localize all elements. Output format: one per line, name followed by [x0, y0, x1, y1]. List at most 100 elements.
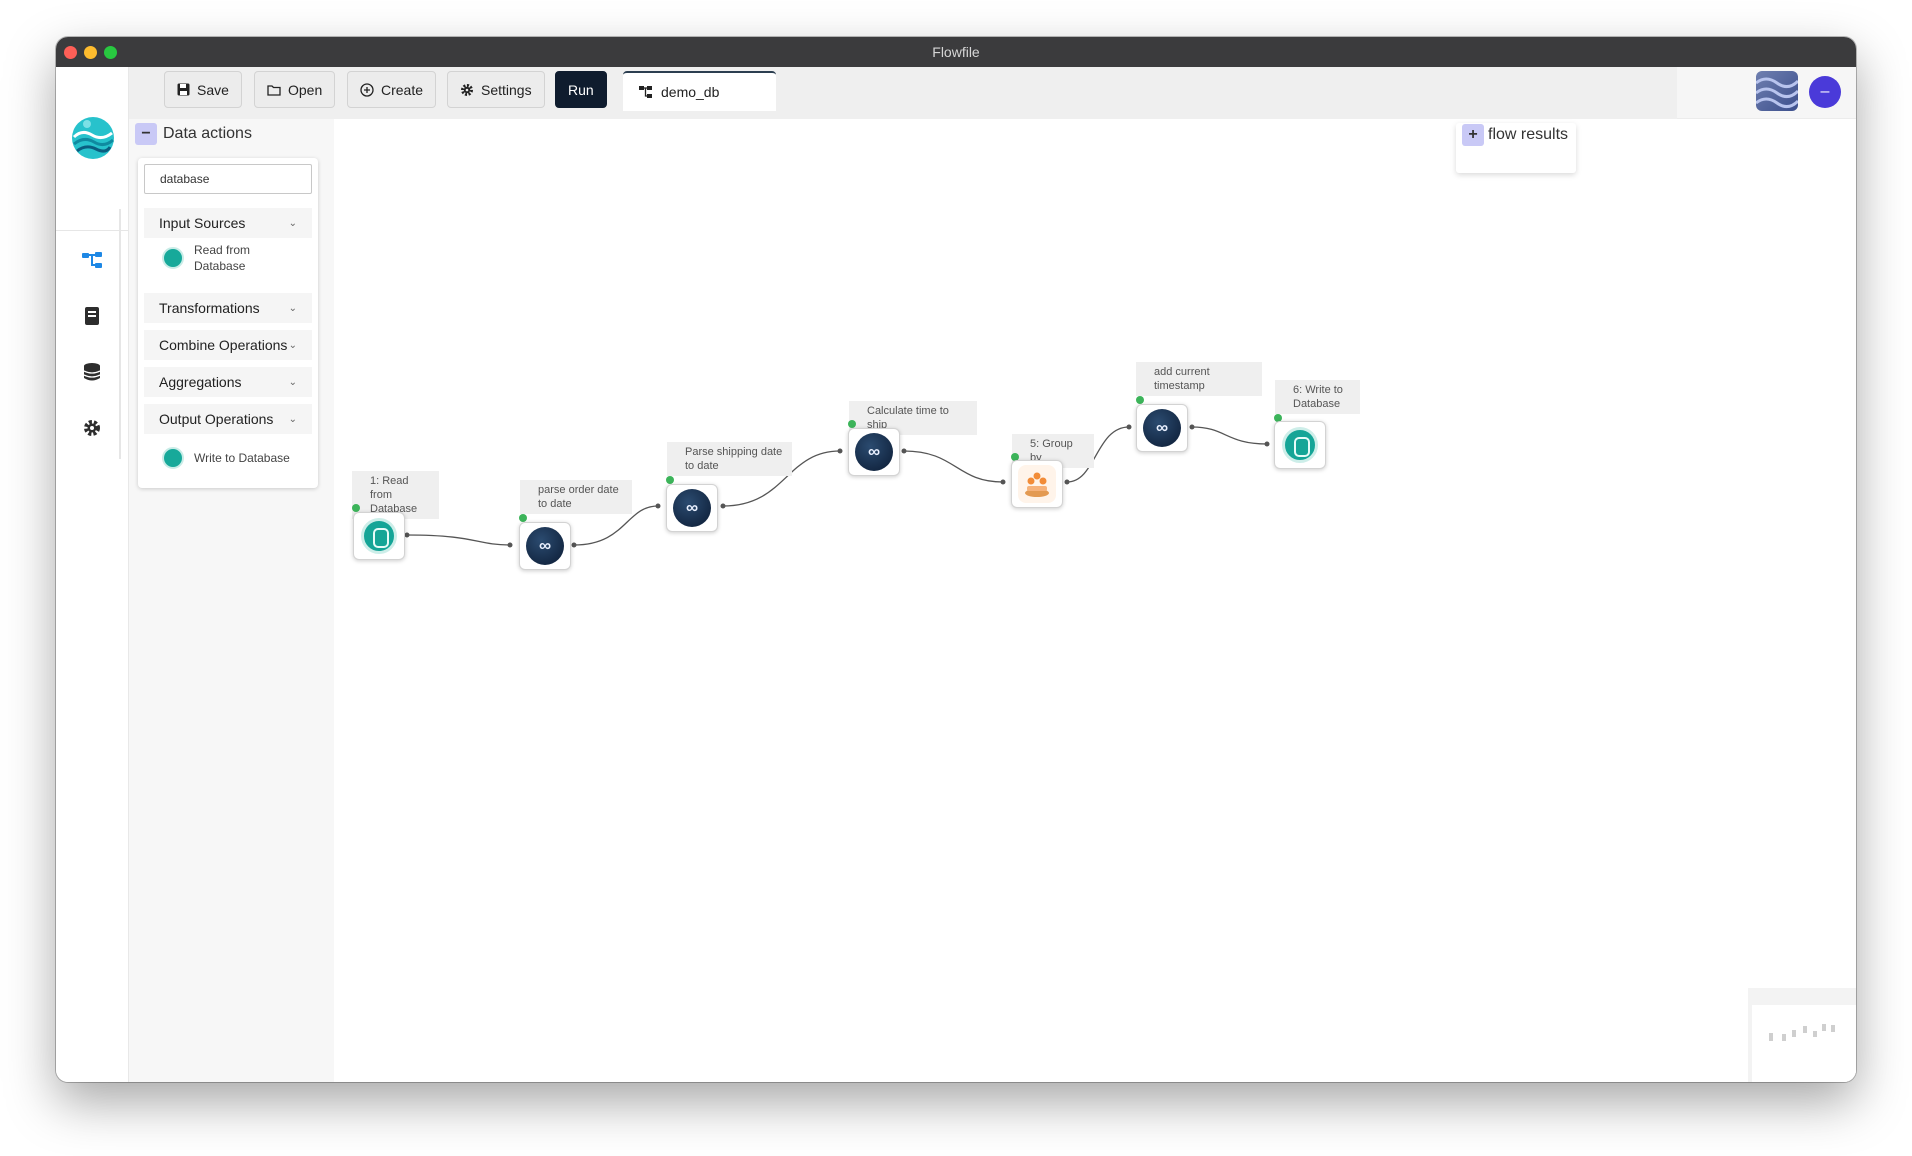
data-actions-title: Data actions: [163, 125, 252, 142]
minimap-node: [1782, 1034, 1786, 1041]
input-port[interactable]: [519, 514, 527, 522]
node-add-current-timestamp[interactable]: ∞: [1136, 404, 1188, 452]
node-parse-shipping-date[interactable]: ∞: [666, 484, 718, 532]
user-avatar-button[interactable]: –: [1809, 76, 1841, 108]
open-label: Open: [288, 81, 323, 98]
category-aggregations[interactable]: Aggregations ⌄: [144, 367, 312, 397]
database-icon[interactable]: [80, 360, 104, 384]
gear-icon[interactable]: [80, 416, 104, 440]
minimap-node: [1831, 1025, 1835, 1032]
flow-tab-icon: [639, 86, 652, 98]
category-transformations[interactable]: Transformations ⌄: [144, 293, 312, 323]
chevron-down-icon: ⌄: [288, 217, 297, 229]
database-icon: [1282, 427, 1318, 463]
category-input-sources[interactable]: Input Sources ⌄: [144, 208, 312, 238]
chevron-down-icon: ⌄: [288, 339, 297, 351]
database-icon: [162, 247, 184, 269]
edge-6-7: [1191, 426, 1268, 445]
category-label: Combine Operations: [159, 337, 288, 353]
category-label: Transformations: [159, 300, 260, 316]
database-icon: [361, 518, 397, 554]
settings-button[interactable]: Settings: [447, 71, 545, 108]
node-calculate-time-to-ship[interactable]: ∞: [848, 428, 900, 476]
flow-canvas[interactable]: [334, 119, 1856, 1082]
tab-demo-db[interactable]: demo_db: [623, 71, 776, 111]
rail-separator: [128, 67, 129, 1082]
book-icon[interactable]: [80, 304, 104, 328]
edge-1-2: [406, 534, 511, 546]
input-port[interactable]: [848, 420, 856, 428]
expand-flow-results-button[interactable]: +: [1462, 124, 1484, 146]
workspace-thumbnail[interactable]: [1756, 71, 1798, 111]
input-port[interactable]: [1136, 396, 1144, 404]
input-port[interactable]: [352, 504, 360, 512]
flowfile-logo-icon: [70, 115, 116, 161]
edge-4-5: [903, 450, 1004, 483]
tab-label: demo_db: [661, 84, 720, 100]
formula-icon: ∞: [855, 433, 893, 471]
input-port[interactable]: [1274, 414, 1282, 422]
category-label: Input Sources: [159, 215, 246, 231]
run-button[interactable]: Run: [555, 71, 607, 108]
node-parse-order-date[interactable]: ∞: [519, 522, 571, 570]
node-read-from-database[interactable]: [353, 512, 405, 560]
database-icon: [162, 447, 184, 469]
settings-label: Settings: [481, 81, 532, 98]
open-button[interactable]: Open: [254, 71, 336, 108]
create-button[interactable]: Create: [347, 71, 437, 108]
data-actions-header: − Data actions: [135, 123, 252, 145]
collapse-data-actions-button[interactable]: −: [135, 123, 157, 145]
category-label: Aggregations: [159, 374, 242, 390]
node-label: add current timestamp: [1136, 362, 1262, 396]
minimap-viewport[interactable]: [1752, 1005, 1856, 1082]
chevron-down-icon: ⌄: [288, 302, 297, 314]
category-label: Output Operations: [159, 411, 274, 427]
flow-designer-icon[interactable]: [80, 248, 104, 272]
create-label: Create: [381, 81, 424, 98]
chevron-down-icon: ⌄: [288, 413, 297, 425]
settings-gear-icon: [461, 83, 473, 96]
input-port[interactable]: [1011, 453, 1019, 461]
window-title: Flowfile: [932, 44, 980, 60]
node-item-write-to-database[interactable]: Write to Database: [144, 447, 312, 469]
close-window-button[interactable]: [64, 46, 77, 59]
rail-scrollbar[interactable]: [119, 209, 121, 459]
category-output-operations[interactable]: Output Operations ⌄: [144, 404, 312, 434]
save-icon: [177, 83, 190, 96]
minimize-window-button[interactable]: [84, 46, 97, 59]
titlebar: Flowfile: [56, 37, 1856, 67]
node-item-read-from-database[interactable]: Read from Database: [144, 242, 312, 274]
category-combine-operations[interactable]: Combine Operations ⌄: [144, 330, 312, 360]
app-window: Flowfile Sav: [56, 37, 1856, 1082]
node-label: Parse shipping date to date: [667, 442, 792, 476]
edge-5-6: [1066, 426, 1130, 483]
canvas-minimap[interactable]: [1748, 988, 1856, 1082]
node-write-to-database[interactable]: [1274, 421, 1326, 469]
flow-results-title: flow results: [1488, 126, 1569, 143]
group-by-icon: [1018, 465, 1056, 503]
chevron-down-icon: ⌄: [288, 376, 297, 388]
minimap-node: [1769, 1033, 1773, 1041]
input-port[interactable]: [666, 476, 674, 484]
minimap-node: [1803, 1026, 1807, 1033]
save-button[interactable]: Save: [164, 71, 242, 108]
formula-icon: ∞: [673, 489, 711, 527]
plus-circle-icon: [360, 82, 374, 97]
node-label: parse order date to date: [520, 480, 632, 514]
node-search-input[interactable]: [144, 164, 312, 194]
minimap-node: [1822, 1024, 1826, 1031]
rail-divider: [56, 230, 128, 231]
node-item-label: Write to Database: [194, 451, 290, 465]
edge-3-4: [722, 450, 841, 507]
node-item-label: Read from Database: [194, 243, 251, 273]
formula-icon: ∞: [1143, 409, 1181, 447]
left-navigation-rail: [56, 67, 128, 1082]
node-group-by[interactable]: [1011, 460, 1063, 508]
formula-icon: ∞: [526, 527, 564, 565]
minimap-node: [1813, 1031, 1817, 1037]
maximize-window-button[interactable]: [104, 46, 117, 59]
node-label: 6: Write to Database: [1275, 380, 1360, 414]
node-connections: [404, 424, 1270, 548]
run-label: Run: [568, 81, 594, 98]
data-actions-panel: Input Sources ⌄ Read from Database Trans…: [138, 158, 318, 488]
